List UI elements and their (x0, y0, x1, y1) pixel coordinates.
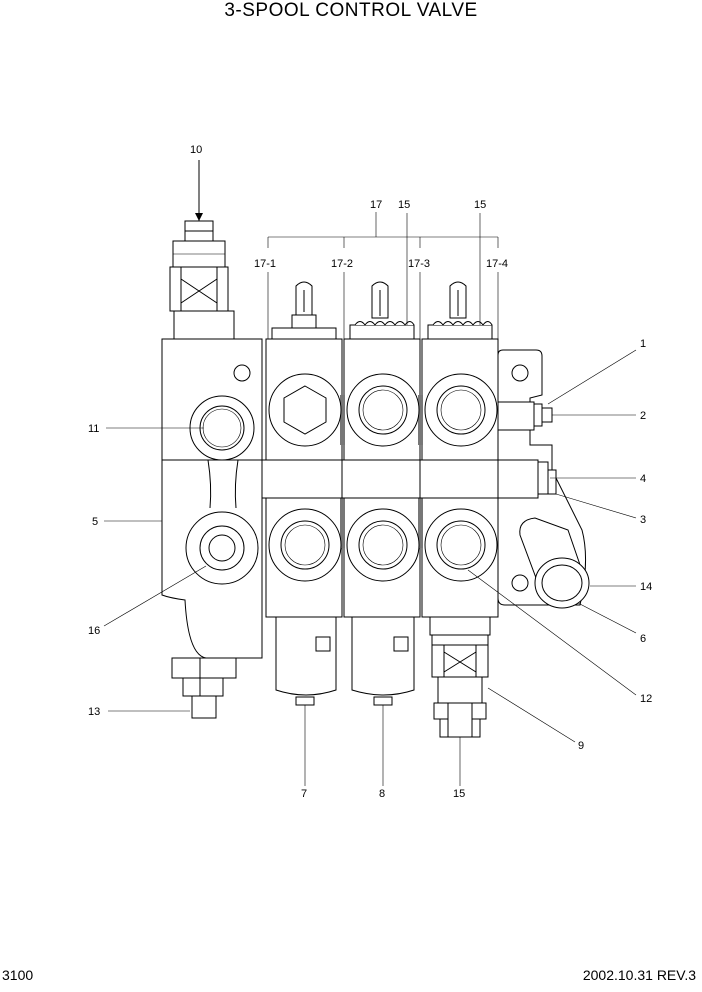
callout-10: 10 (190, 144, 202, 156)
revision-date: 2002.10.31 REV.3 (582, 967, 696, 983)
page-number: 3100 (2, 967, 34, 983)
callout-3: 3 (640, 514, 646, 526)
callout-7: 7 (301, 788, 307, 800)
callout-17-4: 17-4 (486, 258, 508, 270)
callout-5: 5 (92, 516, 98, 528)
spool-caps (275, 616, 415, 706)
relief-valve-top (169, 160, 235, 340)
callout-2: 2 (640, 410, 646, 422)
callout-17: 17 (370, 199, 382, 211)
callout-1: 1 (640, 338, 646, 350)
spool-sections (261, 281, 499, 618)
callout-6: 6 (640, 633, 646, 645)
leader-lines (103, 212, 637, 786)
callout-17-1: 17-1 (254, 258, 276, 270)
callout-13: 13 (88, 706, 100, 718)
callout-16: 16 (88, 625, 100, 637)
drawing-title: 3-SPOOL CONTROL VALVE (224, 0, 478, 21)
callout-15-bottom: 15 (453, 788, 465, 800)
callout-9: 9 (578, 740, 584, 752)
callout-4: 4 (640, 473, 646, 485)
inlet-bottom-fitting (171, 657, 237, 719)
inlet-section (161, 338, 263, 659)
port-relief-bottom (429, 616, 491, 738)
callout-11: 11 (88, 423, 99, 435)
callout-14: 14 (640, 581, 652, 593)
callout-17-2: 17-2 (331, 258, 353, 270)
callout-15-top-a: 15 (398, 199, 410, 211)
callout-labels: 10 17 15 15 17-1 17-2 17-3 17-4 1 2 4 3 … (88, 144, 652, 800)
callout-17-3: 17-3 (408, 258, 430, 270)
callout-15-top-b: 15 (474, 199, 486, 211)
outlet-section (497, 349, 590, 609)
callout-8: 8 (379, 788, 385, 800)
callout-12: 12 (640, 693, 652, 705)
